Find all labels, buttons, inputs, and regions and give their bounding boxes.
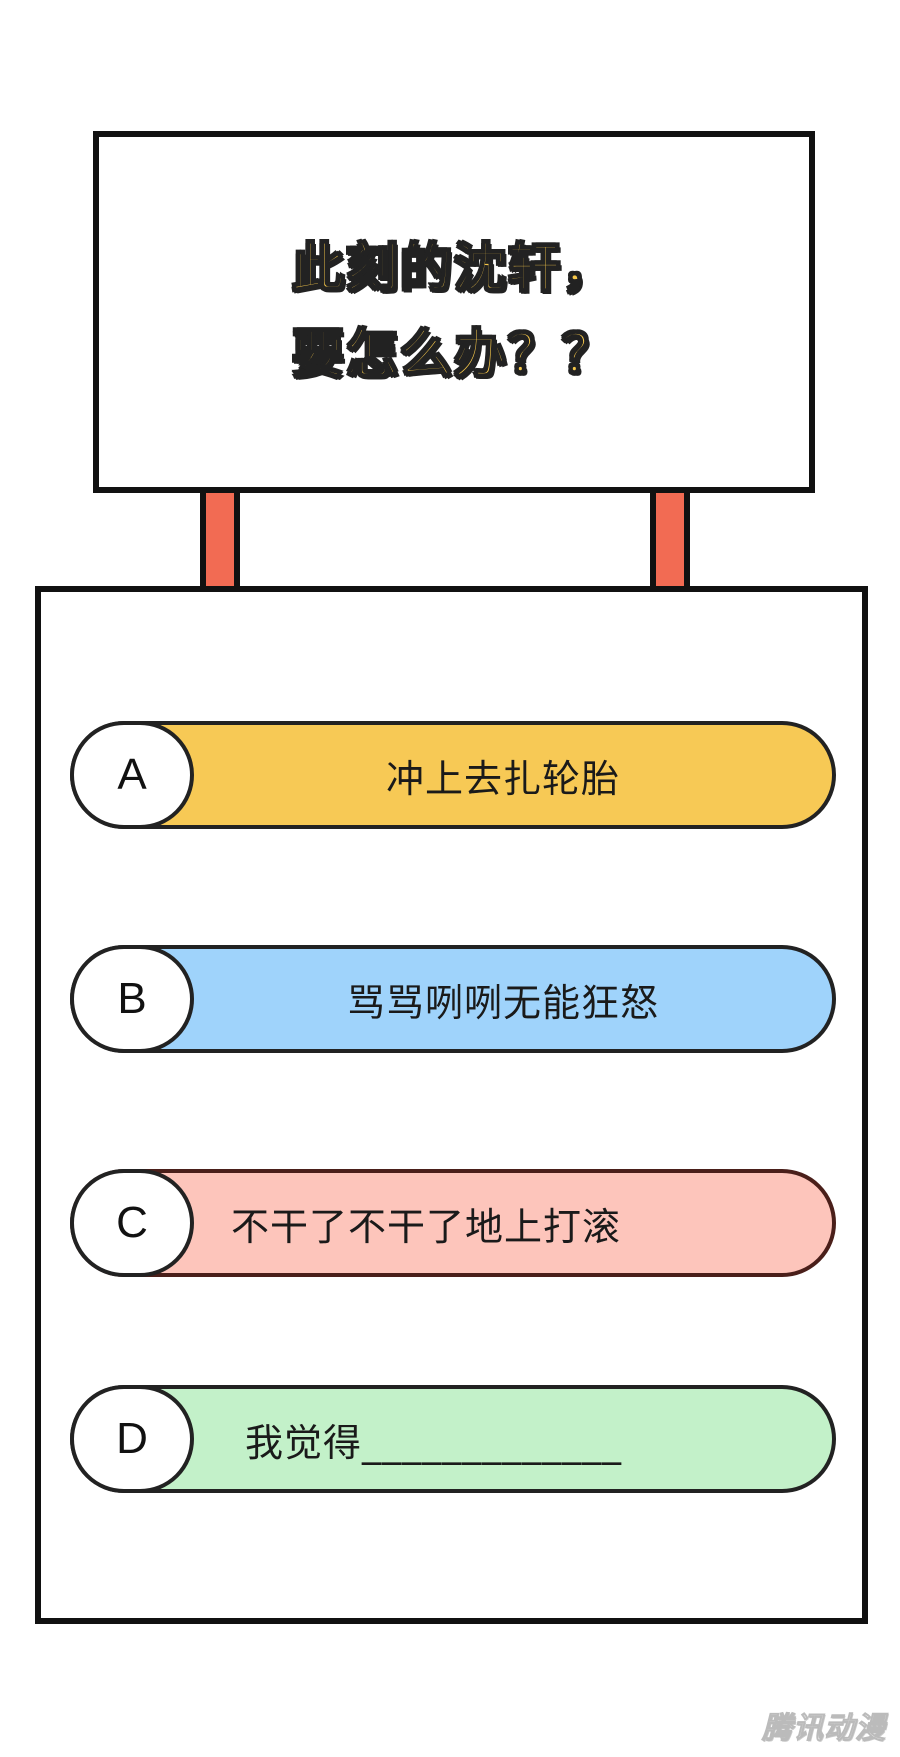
question-sign-board: 此刻的沈轩， 要怎么办？？ bbox=[93, 131, 815, 493]
option-c-button[interactable]: C 不干了不干了地上打滚 bbox=[70, 1169, 836, 1277]
option-b-button[interactable]: B 骂骂咧咧无能狂怒 bbox=[70, 945, 836, 1053]
option-c-text: 不干了不干了地上打滚 bbox=[231, 1204, 622, 1249]
question-title-line-1: 此刻的沈轩， bbox=[291, 238, 616, 300]
option-c-letter-badge: C bbox=[70, 1169, 194, 1277]
option-d-text: 我觉得_____________ bbox=[245, 1420, 623, 1465]
option-d-letter-badge: D bbox=[70, 1385, 194, 1493]
sign-post-left bbox=[200, 493, 240, 587]
option-b-text: 骂骂咧咧无能狂怒 bbox=[346, 980, 659, 1025]
option-d-button[interactable]: D 我觉得_____________ bbox=[70, 1385, 836, 1493]
watermark-logo: 腾讯动漫 bbox=[762, 1711, 886, 1747]
option-a-button[interactable]: A 冲上去扎轮胎 bbox=[70, 721, 836, 829]
option-a-letter-badge: A bbox=[70, 721, 194, 829]
sign-post-right bbox=[650, 493, 690, 587]
option-b-letter-badge: B bbox=[70, 945, 194, 1053]
question-title-line-2: 要怎么办？？ bbox=[291, 324, 616, 386]
option-a-text: 冲上去扎轮胎 bbox=[385, 756, 620, 801]
